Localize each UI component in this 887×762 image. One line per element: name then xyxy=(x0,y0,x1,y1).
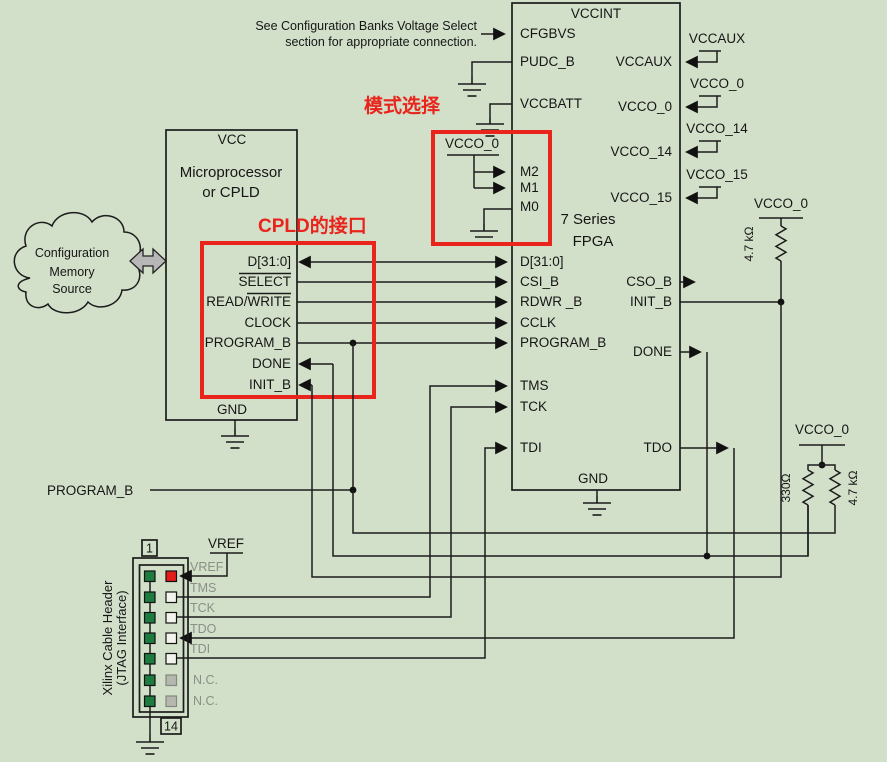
cpld-pin-select: SELECT xyxy=(238,274,291,289)
fpga-gnd-pin: GND xyxy=(578,471,608,486)
fpga-pin-vccbatt: VCCBATT xyxy=(520,96,582,111)
cpld-interface-annotation: CPLD的接口 xyxy=(258,214,367,237)
rail-vcco15-label: VCCO_15 xyxy=(686,167,748,182)
fpga-pin-rdwr-b: RDWR _B xyxy=(520,294,582,309)
resistor-done-pullup-label: 330Ω xyxy=(779,473,793,502)
cpld-power-pin: VCC xyxy=(218,132,247,147)
rail-vcco0-label: VCCO_0 xyxy=(690,76,744,91)
fpga-pin-tdi: TDI xyxy=(520,440,542,455)
jtag-label-tdo: TDO xyxy=(190,622,217,636)
jtag-nc-pins xyxy=(165,674,178,708)
fpga-name-line1: 7 Series xyxy=(560,211,615,228)
rail-vcco0: VCCO_0 xyxy=(685,76,744,114)
fpga-pin-vcco15: VCCO_15 xyxy=(610,190,672,205)
rail-vcco14: VCCO_14 xyxy=(685,121,748,159)
fpga-pin-vcco14: VCCO_14 xyxy=(610,144,672,159)
rail-done-pullup-label: VCCO_0 xyxy=(795,422,849,437)
fpga-block xyxy=(511,2,681,491)
wire-tdo-return xyxy=(179,448,735,645)
wire-program-b-pullup-run xyxy=(352,490,836,534)
fpga-pin-m1: M1 xyxy=(520,180,539,195)
rail-vccaux: VCCAUX xyxy=(685,31,745,69)
rail-init-pullup-label: VCCO_0 xyxy=(754,196,808,211)
fpga-pin-init-b: INIT_B xyxy=(630,294,672,309)
cpld-pin-done: DONE xyxy=(252,356,291,371)
resistor-program-pullup-label: 4.7 kΩ xyxy=(846,470,860,505)
rail-vcco14-label: VCCO_14 xyxy=(686,121,748,136)
jtag-pin14-label: 14 xyxy=(164,720,178,734)
wire-pudc-b-gnd xyxy=(471,61,512,77)
jtag-gnd-pins xyxy=(143,570,156,708)
wire-vccbatt-gnd xyxy=(489,103,512,117)
wire-tck xyxy=(177,400,508,618)
jtag-label-tms: TMS xyxy=(190,581,216,595)
wire-47k-top xyxy=(822,464,836,470)
wire-done-run xyxy=(332,364,809,557)
fpga-pin-vccaux: VCCAUX xyxy=(616,54,672,69)
config-memory-cloud xyxy=(13,212,142,314)
cloud-label-line1: Configuration xyxy=(35,246,109,260)
program-b-net-label: PROGRAM_B xyxy=(47,483,133,498)
fpga-pin-m2: M2 xyxy=(520,164,539,179)
wire-330-top xyxy=(807,464,822,470)
cpld-gnd-pin: GND xyxy=(217,402,247,417)
mode-select-highlight-box xyxy=(431,130,552,246)
cloud-label-line2: Memory xyxy=(49,265,95,279)
fpga-pin-tdo: TDO xyxy=(644,440,673,455)
cpld-pin-clock: CLOCK xyxy=(244,315,291,330)
cpld-name-line2: or CPLD xyxy=(202,184,260,201)
fpga-pin-vcco0: VCCO_0 xyxy=(618,99,672,114)
wire-tms xyxy=(177,379,508,598)
fpga-pin-done: DONE xyxy=(633,344,672,359)
wire-vref xyxy=(179,553,228,583)
cpld-pin-d: D[31:0] xyxy=(247,254,291,269)
cfgbvs-note-line2: section for appropriate connection. xyxy=(285,35,477,49)
jtag-caption-line1: Xilinx Cable Header xyxy=(100,580,115,696)
cpld-name-line1: Microprocessor xyxy=(180,164,283,181)
cpld-pin-read-write: READ/WRITE xyxy=(206,294,291,309)
jtag-label-tck: TCK xyxy=(190,601,216,615)
fpga-pin-tms: TMS xyxy=(520,378,549,393)
fpga-power-pin: VCCINT xyxy=(571,6,621,21)
jtag-header-outer-box xyxy=(132,557,189,718)
resistor-init-pullup-label: 4.7 kΩ xyxy=(742,226,756,261)
fpga-pin-program-b: PROGRAM_B xyxy=(520,335,606,350)
cpld-interface-highlight-box xyxy=(200,241,376,399)
cloud-label-line3: Source xyxy=(52,282,92,296)
fpga-pin-pudc-b: PUDC_B xyxy=(520,54,575,69)
fpga-pin-cfgbvs: CFGBVS xyxy=(520,26,576,41)
fpga-pin-d: D[31:0] xyxy=(520,254,564,269)
wire-initb-return xyxy=(311,302,782,578)
wire-tdi xyxy=(177,441,508,659)
cpld-pin-program-b: PROGRAM_B xyxy=(205,335,291,350)
mode-select-annotation: 模式选择 xyxy=(364,94,441,117)
jtag-pin1-label: 1 xyxy=(146,542,153,556)
wire-m0-gnd xyxy=(483,208,512,224)
jtag-signal-pins xyxy=(165,591,178,665)
fpga-pin-m0: M0 xyxy=(520,199,539,214)
rail-vcco0-mode: VCCO_0 xyxy=(445,136,499,151)
fpga-pin-csi-b: CSI_B xyxy=(520,274,559,289)
cpld-block xyxy=(165,129,298,421)
fpga-pin-cso-b: CSO_B xyxy=(626,274,672,289)
jtag-caption-line2: (JTAG Interface) xyxy=(114,590,129,685)
rail-vcco15: VCCO_15 xyxy=(685,167,748,205)
cfgbvs-note-line1: See Configuration Banks Voltage Select xyxy=(255,19,477,33)
jtag-vref-pin xyxy=(165,570,178,583)
fpga-name-line2: FPGA xyxy=(573,233,614,250)
fpga-pin-tck: TCK xyxy=(520,399,547,414)
jtag-label-nc1: N.C. xyxy=(193,673,218,687)
cpld-pin-init-b: INIT_B xyxy=(249,377,291,392)
jtag-pin14-box xyxy=(160,717,182,735)
rail-vccaux-label: VCCAUX xyxy=(689,31,745,46)
jtag-label-tdi: TDI xyxy=(190,642,210,656)
jtag-header-inner-box xyxy=(138,564,185,713)
jtag-pin1-box xyxy=(141,539,158,557)
jtag-label-vref: VREF xyxy=(190,560,224,574)
fpga-pin-cclk: CCLK xyxy=(520,315,556,330)
bidirectional-bus-arrow xyxy=(129,247,167,275)
rail-vref-label: VREF xyxy=(208,536,244,551)
jtag-label-nc2: N.C. xyxy=(193,694,218,708)
